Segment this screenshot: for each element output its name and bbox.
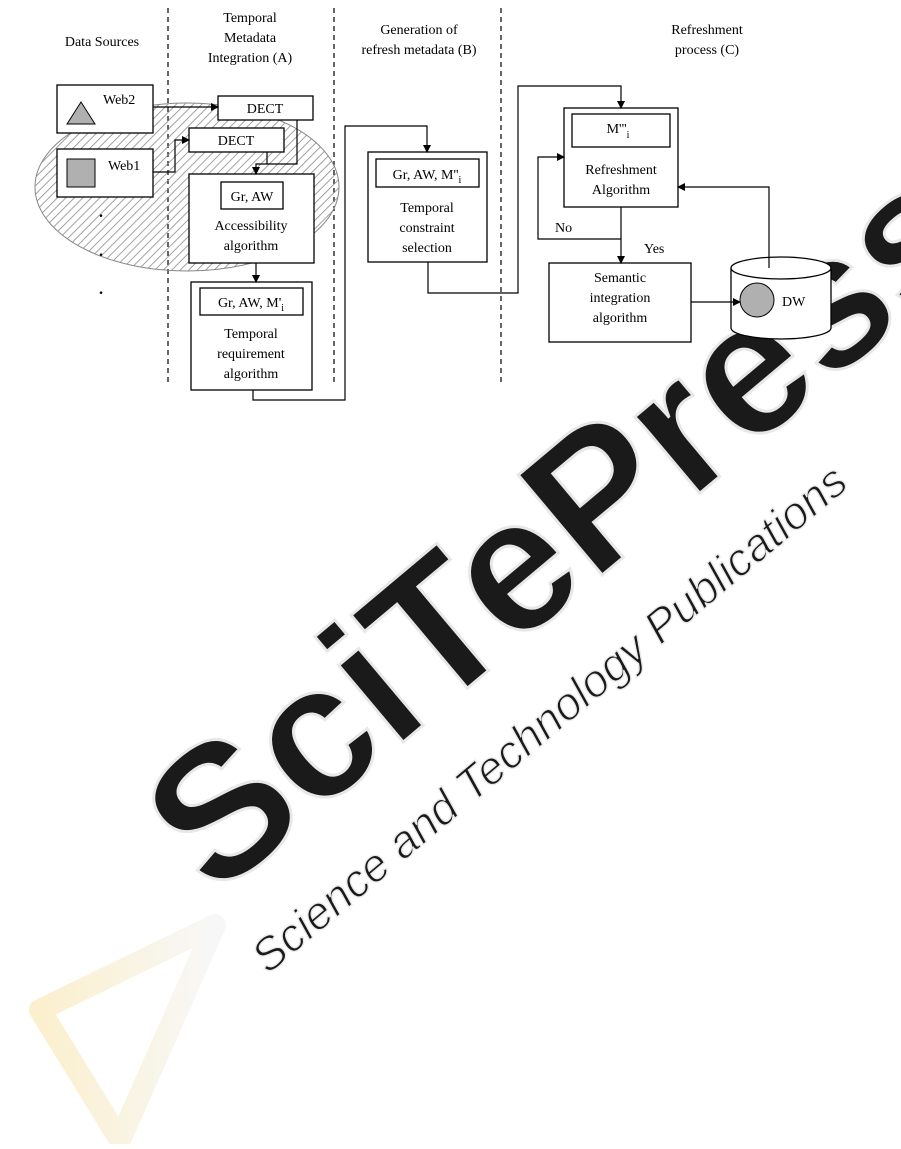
constraint-line1: Temporal: [400, 201, 454, 216]
ellipsis-dot-3: ·: [97, 280, 104, 305]
temporal-requirement-box: Gr, AW, M'i Temporal requirement algorit…: [190, 281, 313, 391]
refreshment-line2: Algorithm: [592, 183, 650, 198]
dw-circle-icon: [739, 282, 775, 318]
dect-top-label: DECT: [247, 102, 284, 117]
requirement-line1: Temporal: [224, 327, 278, 342]
no-label: No: [555, 221, 572, 236]
semantic-line3: algorithm: [593, 311, 648, 326]
constraint-line3: selection: [402, 241, 452, 256]
header-b-line2: refresh metadata (B): [361, 43, 476, 58]
refreshment-algorithm-box: M'''i Refreshment Algorithm: [563, 107, 679, 208]
yes-label: Yes: [644, 242, 664, 257]
header-a-line1: Temporal: [223, 11, 277, 26]
dect-bottom-box: DECT: [188, 127, 285, 153]
semantic-integration-box: Semantic integration algorithm: [548, 262, 692, 343]
header-data-sources: Data Sources: [65, 35, 139, 50]
header-c-line2: process (C): [675, 43, 739, 58]
web1-source: Web1: [56, 148, 154, 198]
watermark-logo-shape: [29, 914, 226, 1149]
accessibility-algorithm-box: Gr, AW Accessibility algorithm: [188, 173, 315, 264]
constraint-line2: constraint: [399, 221, 454, 236]
dw-label: DW: [782, 295, 806, 310]
semantic-line1: Semantic: [594, 271, 646, 286]
requirement-line2: requirement: [217, 347, 285, 362]
refreshment-meta: M'''i: [607, 122, 630, 141]
web2-source: Web2: [56, 84, 154, 134]
accessibility-line2: algorithm: [224, 239, 279, 254]
data-warehouse-cylinder: DW: [730, 256, 832, 340]
refreshment-line1: Refreshment: [585, 163, 657, 178]
header-b-line1: Generation of: [380, 23, 458, 38]
ellipsis-dot-1: ·: [97, 203, 104, 228]
web1-label: Web1: [108, 159, 140, 174]
accessibility-meta: Gr, AW: [231, 190, 274, 205]
web2-label: Web2: [103, 93, 135, 108]
header-c-line1: Refreshment: [671, 23, 743, 38]
triangle-icon: [66, 101, 96, 125]
dect-top-box: DECT: [217, 95, 314, 121]
accessibility-line1: Accessibility: [214, 219, 287, 234]
header-a-line2: Metadata: [224, 31, 277, 46]
temporal-constraint-box: Gr, AW, M''i Temporal constraint selecti…: [367, 151, 488, 263]
semantic-line2: integration: [590, 291, 651, 306]
header-a-line3: Integration (A): [208, 51, 293, 66]
requirement-meta: Gr, AW, M'i: [218, 296, 284, 314]
dect-bottom-label: DECT: [218, 134, 255, 149]
square-icon: [66, 158, 96, 188]
ellipsis-dot-2: ·: [97, 242, 104, 267]
requirement-line3: algorithm: [224, 367, 279, 382]
constraint-meta: Gr, AW, M''i: [393, 168, 462, 186]
connectors: [153, 85, 770, 401]
